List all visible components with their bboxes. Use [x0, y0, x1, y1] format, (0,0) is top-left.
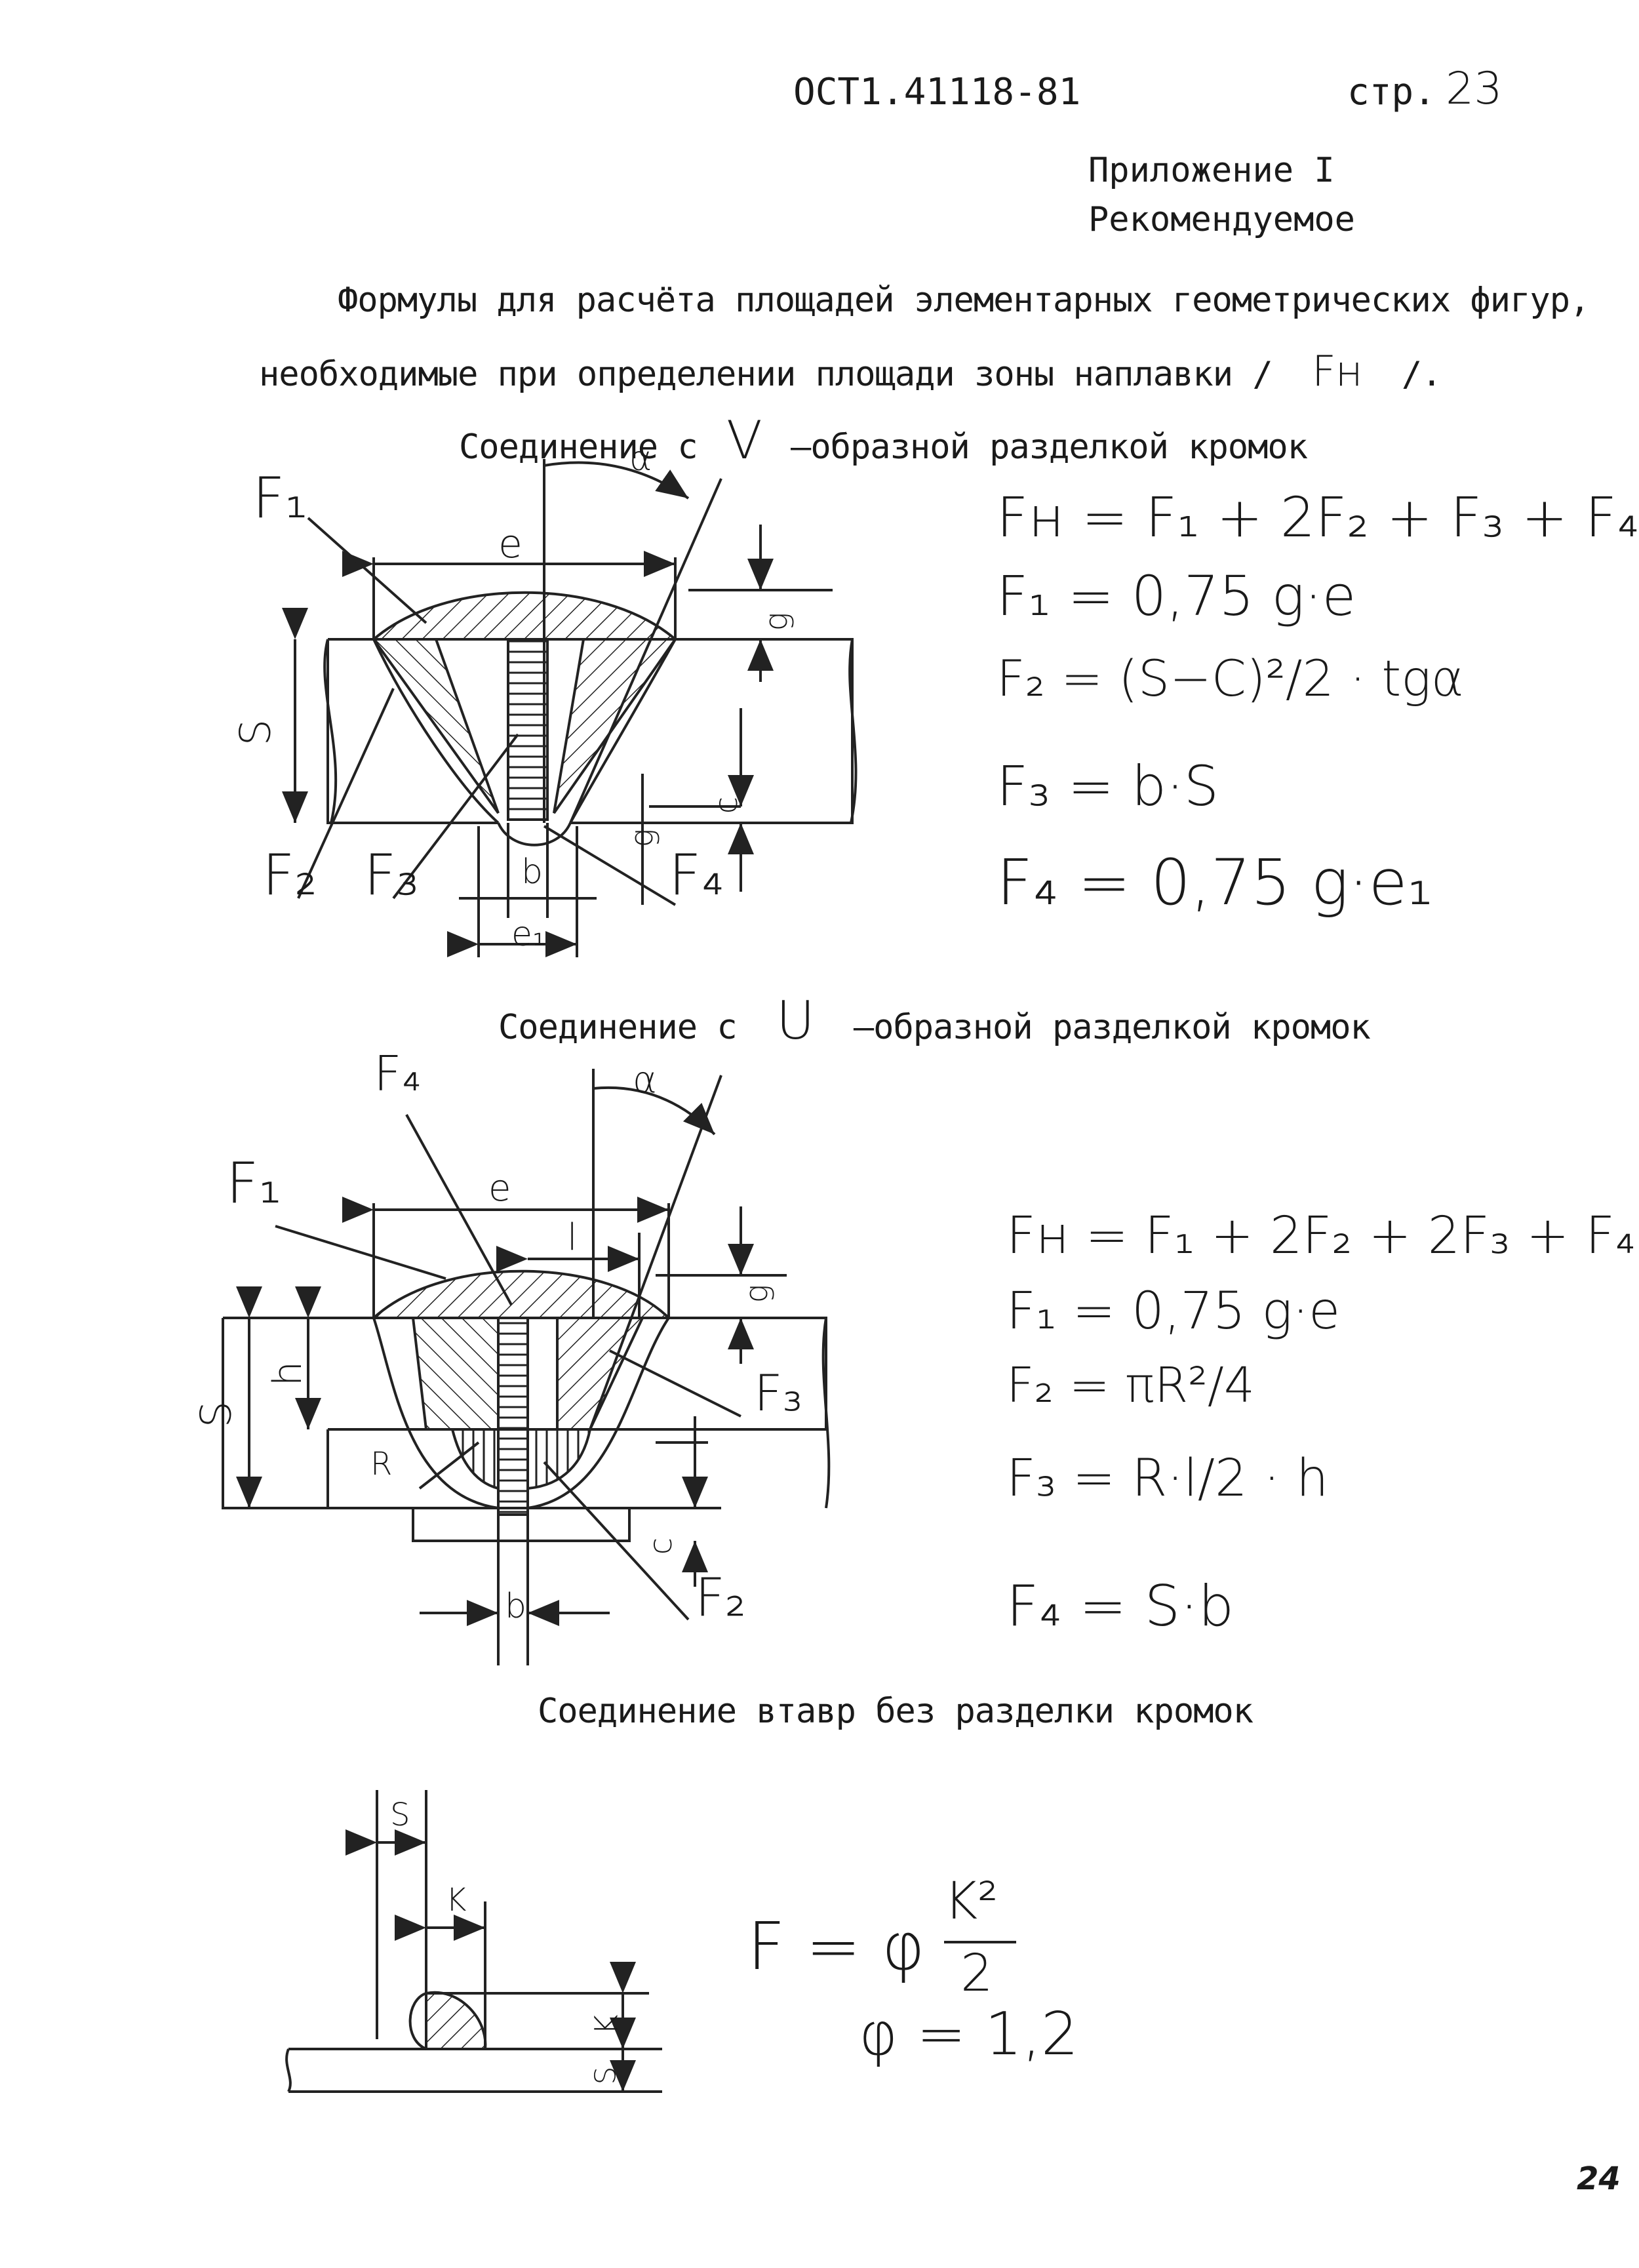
appendix-title: Приложение I	[1088, 151, 1335, 190]
t-label-s-top: S	[390, 1797, 410, 1833]
v-formula-4: F₃ = b·S	[997, 754, 1219, 818]
t-joint-drawing	[285, 1790, 662, 2093]
u-label-c: c	[642, 1537, 680, 1555]
u-label-f1: F₁	[226, 1151, 281, 1216]
u-formula-1: Fн = F₁ + 2F₂ + 2F₃ + F₄	[1006, 1206, 1636, 1265]
u-label-e: e	[488, 1167, 511, 1210]
appendix-status: Рекомендуемое	[1088, 200, 1355, 239]
t-label-k-right: K	[588, 2014, 625, 2035]
v-label-e1: e₁	[511, 915, 546, 954]
u-label-l: l	[567, 1216, 578, 1259]
v-label-g-bottom: g	[623, 828, 661, 848]
t-formula-lhs: F = φ	[747, 1908, 925, 1985]
document-code: ОСТ1.41118-81	[793, 71, 1081, 113]
u-label-b: b	[505, 1587, 527, 1626]
u-label-h: h	[265, 1361, 311, 1387]
page-number: 23	[1446, 63, 1503, 115]
v-formula-3: F₂ = (S−C)²/2 · tgα	[997, 649, 1464, 707]
v-formula-2: F₁ = 0,75 g·e	[997, 564, 1356, 628]
v-label-c: c	[708, 796, 745, 814]
u-label-s: S	[192, 1401, 241, 1428]
page-title-line2: необходимые при определении площади зоны…	[259, 348, 1442, 396]
t-formula-numerator: K²	[944, 1872, 998, 1931]
t-formula-denominator: 2	[960, 1944, 993, 2003]
v-formula-1: Fн = F₁ + 2F₂ + F₃ + F₄	[997, 485, 1639, 549]
v-label-f1: F₁	[252, 466, 307, 531]
t-joint-heading: Соединение втавр без разделки кромок	[538, 1692, 1254, 1731]
t-label-k-top: K	[446, 1882, 467, 1919]
u-label-f4: F₄	[374, 1046, 422, 1102]
u-label-r: R	[370, 1446, 393, 1482]
v-label-e: e	[498, 521, 523, 567]
t-formula-phi: φ = 1,2	[859, 2000, 1079, 2069]
fn-symbol: Fн	[1311, 348, 1363, 396]
v-joint-heading: Соединение с V –образной разделкой кромо…	[459, 410, 1308, 471]
v-label-b: b	[521, 852, 543, 892]
t-formula-fraction-bar	[944, 1941, 1016, 1943]
v-label-f3: F₃	[364, 843, 419, 908]
u-joint-heading: Соединение с U –образной разделкой кромо…	[498, 990, 1371, 1051]
page-title-line1: Формулы для расчёта площадей элементарны…	[338, 281, 1590, 320]
u-formula-3: F₂ = πR²/4	[1006, 1357, 1255, 1414]
u-label-f3: F₃	[754, 1364, 803, 1422]
v-label-g-top: g	[758, 612, 795, 631]
v-joint-drawing	[282, 459, 858, 957]
sheet-number: 24	[1577, 2160, 1621, 2197]
u-label-f2: F₂	[695, 1567, 747, 1628]
t-label-s-right: S	[589, 2066, 623, 2085]
page-label: стр.	[1347, 71, 1436, 113]
u-joint-drawing	[222, 1069, 831, 1665]
u-label-alpha: α	[633, 1059, 657, 1102]
u-label-g: g	[738, 1284, 776, 1303]
u-formula-2: F₁ = 0,75 g·e	[1006, 1282, 1341, 1341]
v-formula-5: F₄ = 0,75 g·e₁	[997, 846, 1433, 919]
u-formula-5: F₄ = S·b	[1006, 1574, 1234, 1639]
v-label-s: S	[231, 719, 281, 746]
u-formula-4: F₃ = R·l/2 · h	[1006, 1449, 1329, 1508]
v-label-alpha: α	[629, 439, 652, 479]
v-label-f4: F₄	[669, 843, 724, 908]
v-label-f2: F₂	[262, 843, 317, 908]
